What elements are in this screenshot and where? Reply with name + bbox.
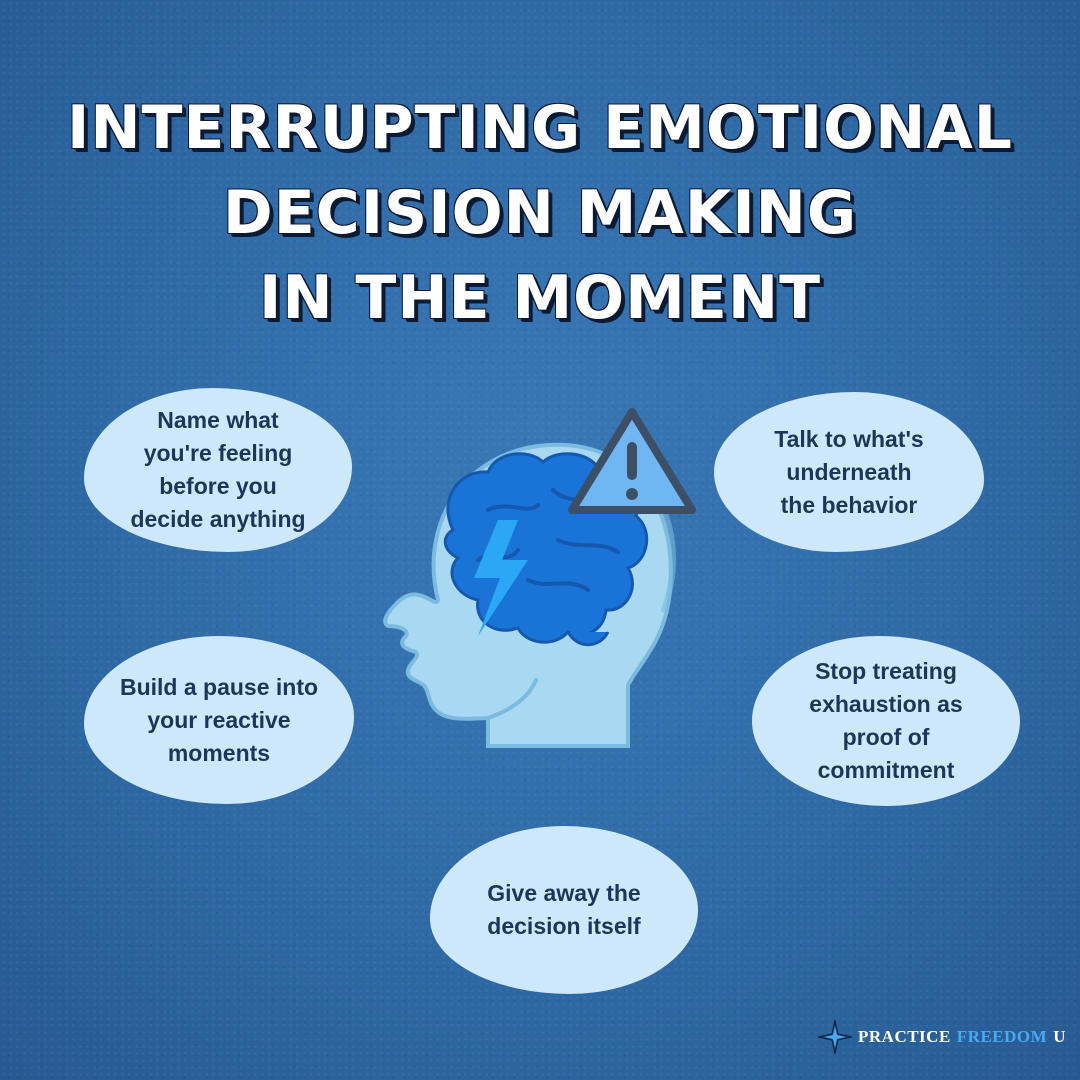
tip-line: decide anything: [130, 506, 306, 532]
head-with-brain-illustration: [383, 408, 696, 748]
title-line-2: DECISION MAKING: [222, 178, 858, 248]
tip-line: before you: [159, 473, 277, 499]
tip-line: Build a pause into: [119, 673, 319, 700]
tip-bubble-name-feeling: Name what you're feeling before you deci…: [84, 388, 352, 552]
logo-word-practice: PRACTICE: [858, 1027, 951, 1046]
tip-line: proof of: [842, 724, 930, 750]
compass-star-icon: [818, 1020, 852, 1054]
warning-triangle-icon: [568, 408, 696, 514]
tip-line: exhaustion as: [809, 691, 963, 717]
tip-line: Talk to what's: [774, 425, 924, 452]
tip-line: decision itself: [487, 913, 641, 939]
logo-word-freedom: FREEDOM: [956, 1027, 1048, 1046]
title-line-3: IN THE MOMENT: [259, 263, 821, 333]
tip-line: Give away the: [487, 880, 641, 906]
tip-line: the behavior: [780, 491, 918, 518]
tip-line: Stop treating: [815, 658, 957, 684]
tip-line: your reactive: [147, 706, 291, 733]
tip-line: commitment: [817, 757, 955, 783]
tip-bubble-stop-exhaustion: Stop treating exhaustion as proof of com…: [752, 636, 1020, 806]
tip-bubble-talk-underneath: Talk to what's underneath the behavior: [714, 392, 984, 552]
logo-word-u: U: [1053, 1027, 1066, 1046]
tip-bubble-give-away-decision: Give away the decision itself: [430, 826, 698, 994]
brand-logo: PRACTICE FREEDOM U: [818, 1020, 1066, 1054]
tip-bubble-build-pause: Build a pause into your reactive moments: [84, 636, 354, 804]
tip-line: you're feeling: [143, 440, 293, 466]
tip-line: moments: [167, 739, 271, 766]
title-line-1: INTERRUPTING EMOTIONAL: [67, 93, 1013, 163]
tip-line: underneath: [786, 458, 912, 485]
page-title: INTERRUPTING EMOTIONAL DECISION MAKING I…: [0, 86, 1080, 341]
tip-line: Name what: [157, 407, 279, 433]
lightning-bolt-icon: [474, 520, 528, 636]
